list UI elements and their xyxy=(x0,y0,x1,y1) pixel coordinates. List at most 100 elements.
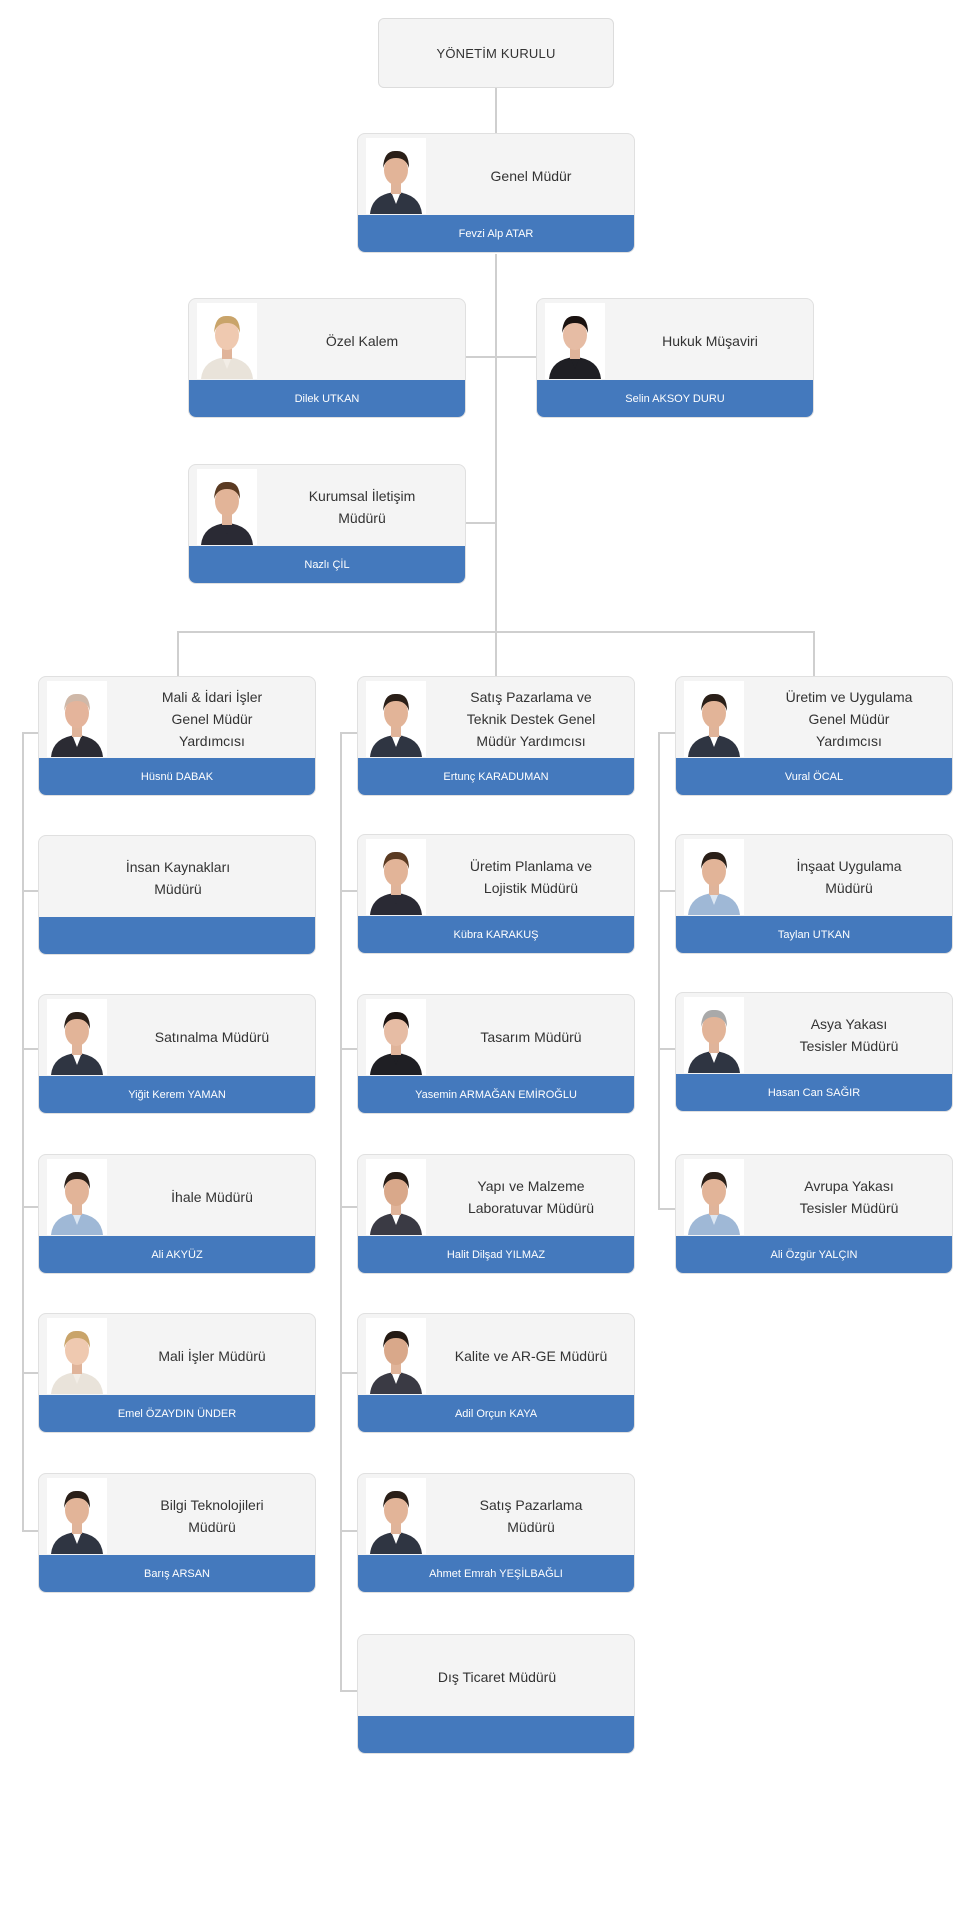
position-title: Tasarım Müdürü xyxy=(480,1028,582,1045)
card-header: İnşaat Uygulama Müdürü xyxy=(676,835,952,918)
person-name: Kübra KARAKUŞ xyxy=(358,916,634,953)
connector-middle-tick xyxy=(340,1206,358,1208)
position-title: Kalite ve AR-GE Müdürü xyxy=(454,1347,608,1364)
position-title: Kurumsal İletişim Müdürü xyxy=(308,487,416,526)
connector-kurumsal xyxy=(465,522,497,524)
connector-middle-tick xyxy=(340,1530,358,1532)
person-name: Halit Dilşad YILMAZ xyxy=(358,1236,634,1273)
card-header: Bilgi Teknolojileri Müdürü xyxy=(39,1474,315,1557)
card-dis-ticaret[interactable]: Dış Ticaret Müdürü xyxy=(357,1634,635,1754)
connector-left-tick xyxy=(22,890,40,892)
connector-right-tick xyxy=(658,732,676,734)
connector-left-column xyxy=(22,732,24,1532)
position-title: Özel Kalem xyxy=(325,332,399,349)
person-name: Selin AKSOY DURU xyxy=(537,380,813,417)
connector-left-tick xyxy=(22,1048,40,1050)
connector-right-tick xyxy=(658,1208,676,1210)
card-header: Genel Müdür xyxy=(358,134,634,217)
position-title: İnşaat Uygulama Müdürü xyxy=(796,857,902,896)
person-photo xyxy=(197,469,257,545)
person-photo xyxy=(684,839,744,915)
person-name: Ertunç KARADUMAN xyxy=(358,758,634,795)
card-insan-kaynaklari[interactable]: İnsan Kaynakları Müdürü xyxy=(38,835,316,955)
connector-middle-tick xyxy=(340,732,358,734)
position-title: Hukuk Müşaviri xyxy=(662,332,758,349)
connector-left-tick xyxy=(22,732,40,734)
card-header: Mali İşler Müdürü xyxy=(39,1314,315,1397)
connector-middle-tick xyxy=(340,1048,358,1050)
connector-middle-tick xyxy=(340,890,358,892)
person-name: Nazlı ÇİL xyxy=(189,546,465,583)
person-name: Yiğit Kerem YAMAN xyxy=(39,1076,315,1113)
board-box[interactable]: YÖNETİM KURULU xyxy=(378,18,614,88)
connector-trunk xyxy=(495,254,497,632)
card-header: Kurumsal İletişim Müdürü xyxy=(189,465,465,548)
person-name: Fevzi Alp ATAR xyxy=(358,215,634,252)
card-header: Kalite ve AR-GE Müdürü xyxy=(358,1314,634,1397)
person-name: Taylan UTKAN xyxy=(676,916,952,953)
connector-gmy-right xyxy=(813,631,815,676)
card-header: Tasarım Müdürü xyxy=(358,995,634,1078)
card-header: Özel Kalem xyxy=(189,299,465,382)
position-title: Satış Pazarlama ve Teknik Destek Genel M… xyxy=(466,688,596,749)
person-name: Ali AKYÜZ xyxy=(39,1236,315,1273)
person-photo xyxy=(366,1318,426,1394)
person-name: Dilek UTKAN xyxy=(189,380,465,417)
position-title: Asya Yakası Tesisler Müdürü xyxy=(799,1015,899,1054)
person-photo xyxy=(366,1159,426,1235)
connector-middle-tick xyxy=(340,1372,358,1374)
position-title: Genel Müdür xyxy=(490,167,572,184)
position-title: İnsan Kaynakları Müdürü xyxy=(125,858,231,897)
person-photo xyxy=(197,303,257,379)
card-header: Asya Yakası Tesisler Müdürü xyxy=(676,993,952,1076)
person-photo xyxy=(684,997,744,1073)
card-header: Dış Ticaret Müdürü xyxy=(358,1635,634,1718)
card-mali-idari-gmy[interactable]: Mali & İdari İşler Genel Müdür Yardımcıs… xyxy=(38,676,316,796)
person-photo xyxy=(366,138,426,214)
person-photo xyxy=(366,839,426,915)
card-header: Mali & İdari İşler Genel Müdür Yardımcıs… xyxy=(39,677,315,760)
person-name: Ali Özgür YALÇIN xyxy=(676,1236,952,1273)
connector-left-tick xyxy=(22,1206,40,1208)
position-title: Satış Pazarlama Müdürü xyxy=(479,1496,583,1535)
person-photo xyxy=(684,1159,744,1235)
position-title: İhale Müdürü xyxy=(171,1188,253,1205)
person-name: Yasemin ARMAĞAN EMİROĞLU xyxy=(358,1076,634,1113)
card-header: Satış Pazarlama ve Teknik Destek Genel M… xyxy=(358,677,634,760)
person-name: Ahmet Emrah YEŞİLBAĞLI xyxy=(358,1555,634,1592)
person-photo xyxy=(684,681,744,757)
connector-root-gm xyxy=(495,88,497,134)
person-name: Emel ÖZAYDIN ÜNDER xyxy=(39,1395,315,1432)
person-name xyxy=(39,917,315,954)
board-title: YÖNETİM KURULU xyxy=(436,45,556,61)
connector-middle-tick xyxy=(340,1690,358,1692)
position-title: Satınalma Müdürü xyxy=(154,1028,270,1045)
position-title: Yapı ve Malzeme Laboratuvar Müdürü xyxy=(467,1177,595,1216)
card-header: Avrupa Yakası Tesisler Müdürü xyxy=(676,1155,952,1238)
card-satis-gmy[interactable]: Satış Pazarlama ve Teknik Destek Genel M… xyxy=(357,676,635,796)
card-header: İhale Müdürü xyxy=(39,1155,315,1238)
person-photo xyxy=(545,303,605,379)
connector-gmy-middle xyxy=(495,631,497,676)
person-name: Hüsnü DABAK xyxy=(39,758,315,795)
card-header: İnsan Kaynakları Müdürü xyxy=(39,836,315,919)
card-uretim-gmy[interactable]: Üretim ve Uygulama Genel Müdür Yardımcıs… xyxy=(675,676,953,796)
person-photo xyxy=(47,1159,107,1235)
position-title: Avrupa Yakası Tesisler Müdürü xyxy=(799,1177,899,1216)
